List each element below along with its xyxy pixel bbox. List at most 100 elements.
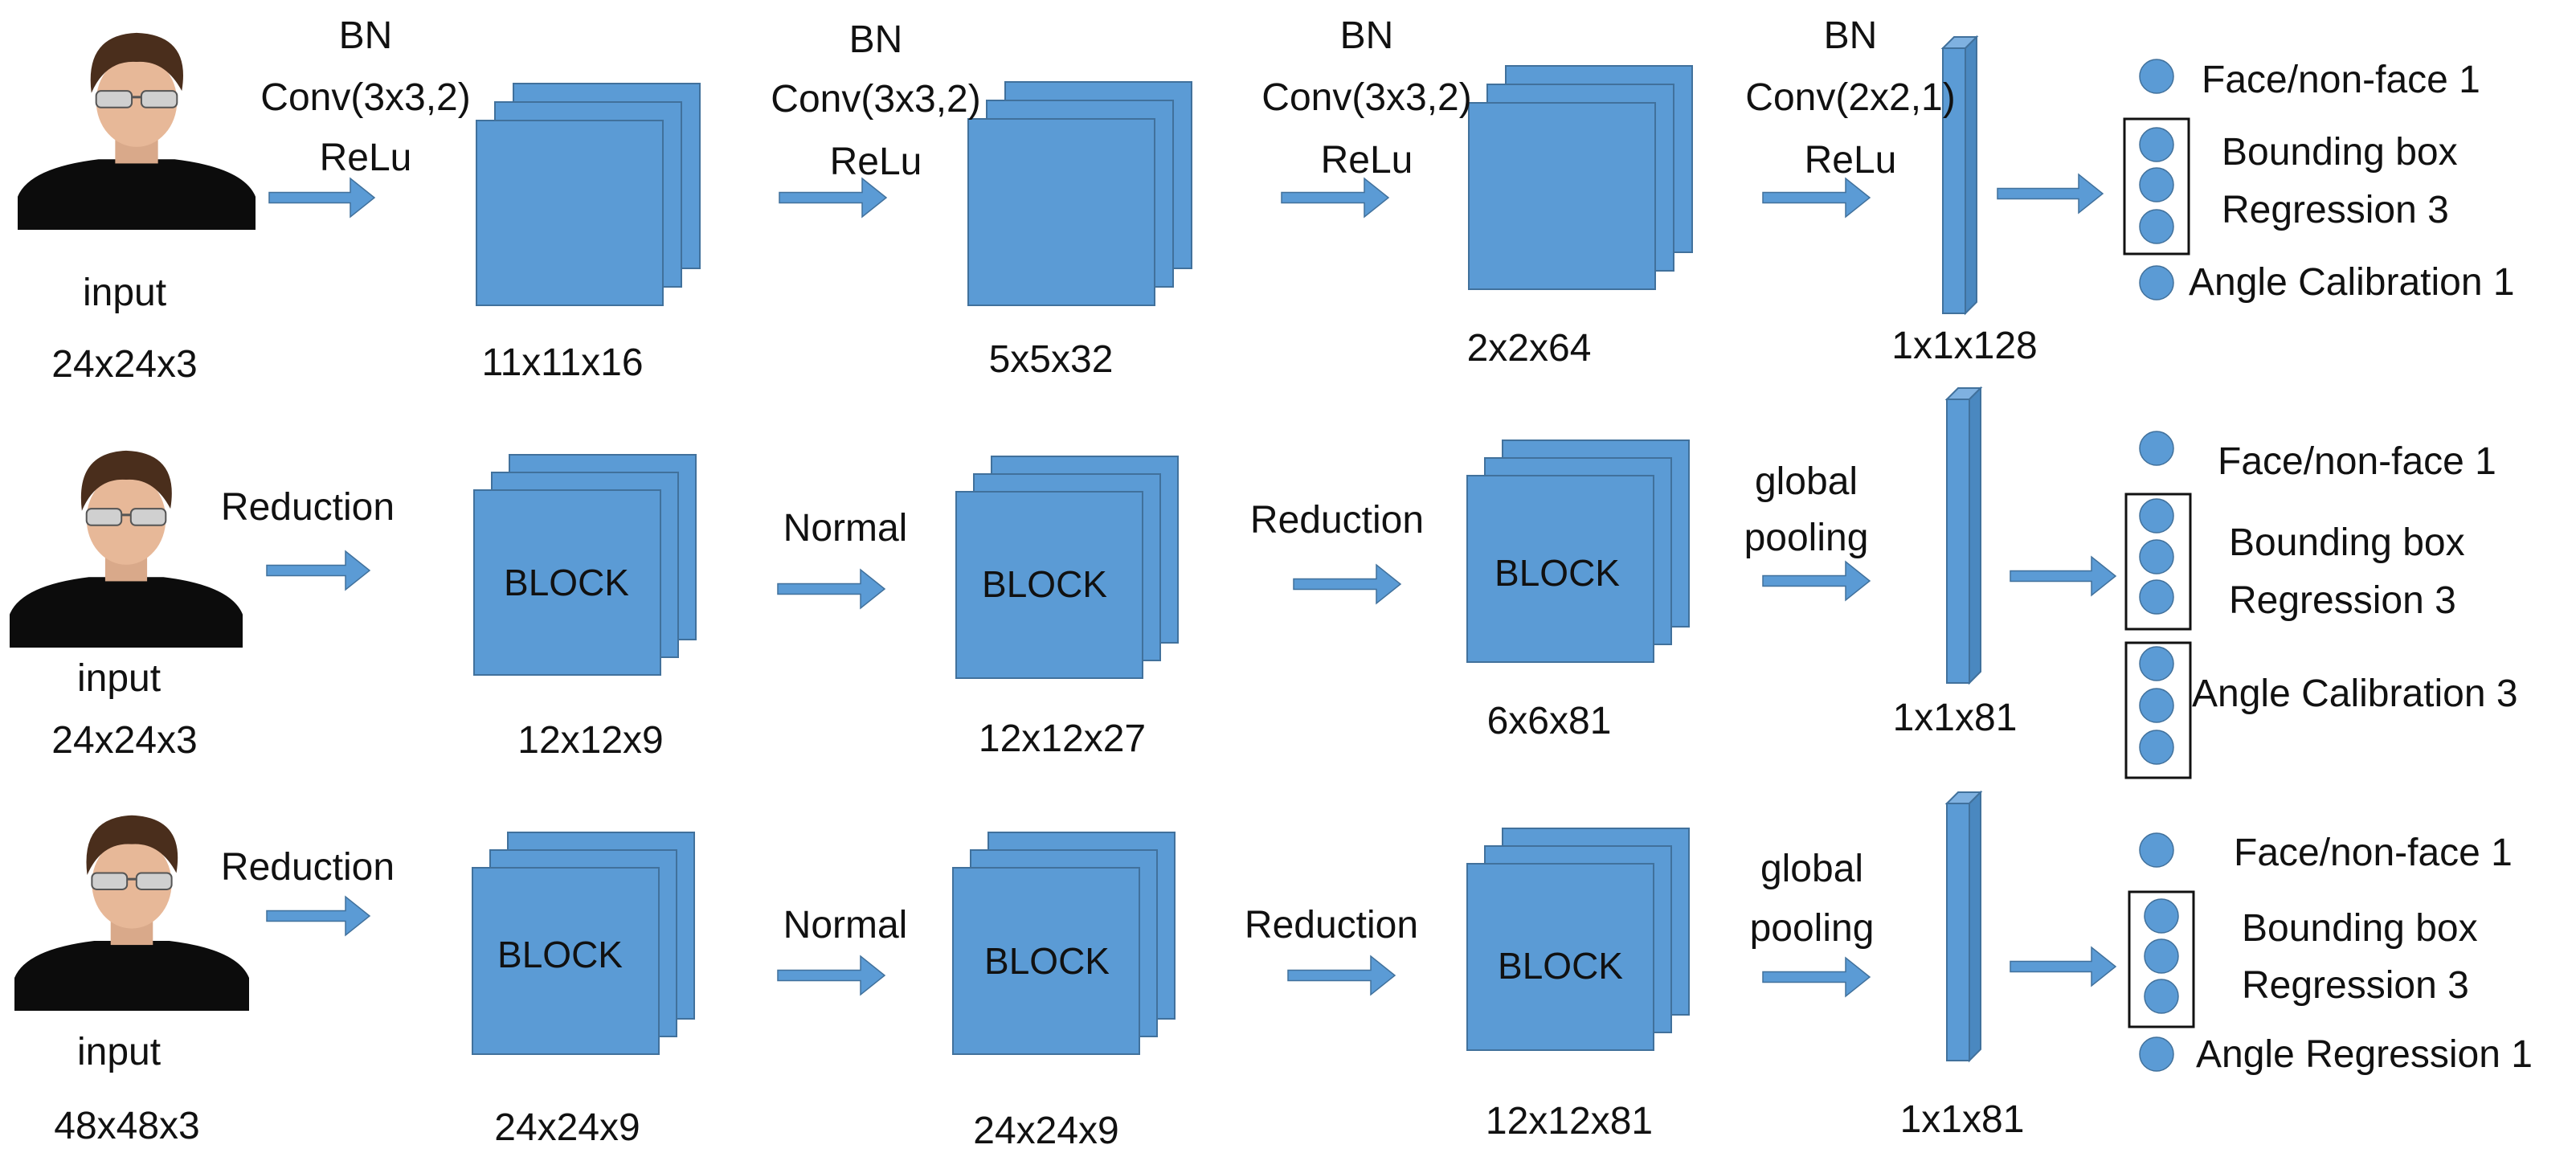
row2-final-arrow [1762, 560, 1871, 602]
row3-output-arrow [2010, 946, 2117, 987]
row1-stage3-feature-map-layer-3 [1468, 102, 1656, 290]
row2-face-label: Face/non-face 1 [2218, 440, 2496, 483]
row2-vector-size: 1x1x81 [1892, 697, 2018, 739]
row1-stage1-arrow [268, 177, 376, 219]
row1-final-arrow [1762, 177, 1871, 219]
row1-stage2-op-line-1: BN [848, 18, 903, 61]
row1-final-op-line-3: ReLu [1804, 139, 1897, 182]
row1-vector [1942, 47, 1966, 314]
row1-stage2-size: 5x5x32 [988, 338, 1114, 381]
row2-stage2-feature-map-layer-3 [955, 491, 1143, 679]
row1-bbox-dot-3 [2139, 209, 2174, 244]
row1-bbox-dot-1 [2139, 127, 2174, 162]
row3-stage3-size: 12x12x81 [1485, 1100, 1654, 1143]
row2-final-op-line-1: global [1754, 460, 1858, 503]
row1-stage1-op-line-2: Conv(3x3,2) [260, 76, 471, 119]
row3-stage3-arrow [1287, 955, 1396, 996]
row1-bbox-dot-2 [2139, 167, 2174, 202]
row1-face-dot [2139, 59, 2174, 94]
row2-stage2-op-line-1: Normal [783, 507, 908, 550]
row3-stage1-arrow [266, 895, 371, 937]
row2-stage3-block-label: BLOCK [1494, 552, 1620, 594]
row3-stage2-arrow [777, 955, 886, 996]
row3-bbox-dot-1 [2144, 898, 2179, 934]
row3-vector-size: 1x1x81 [1899, 1098, 2025, 1141]
row1-stage2-arrow [779, 177, 888, 219]
row3-stage1-op-line-1: Reduction [220, 846, 395, 889]
row2-angle-dot-1 [2139, 646, 2174, 681]
row1-stage3-op-line-1: BN [1339, 14, 1394, 57]
row3-bbox-dot-3 [2144, 979, 2179, 1014]
row1-stage3-size: 2x2x64 [1466, 327, 1592, 370]
row1-bbox-label-2: Regression 3 [2222, 189, 2449, 231]
row1-angle-dot-1 [2139, 265, 2174, 300]
row3-final-arrow [1762, 956, 1871, 998]
row3-input-size: 48x48x3 [54, 1105, 200, 1147]
row1-stage1-feature-map-layer-3 [476, 120, 664, 306]
row2-face-dot [2139, 431, 2174, 466]
row2-angle-label: Angle Calibration 3 [2192, 673, 2518, 715]
row2-input-size: 24x24x3 [51, 719, 198, 762]
row3-stage3-op-line-1: Reduction [1244, 904, 1419, 946]
row2-bbox-label-1: Bounding box [2229, 521, 2465, 564]
row3-stage2-feature-map-layer-3 [952, 867, 1140, 1055]
row3-bbox-group [2128, 890, 2195, 1028]
row3-stage1-block-label: BLOCK [497, 934, 623, 975]
row2-input-face-image [10, 450, 243, 648]
row3-input-label: input [76, 1031, 162, 1073]
row2-stage2-arrow [777, 568, 886, 610]
row2-stage3-arrow [1293, 563, 1402, 605]
row3-stage1-size: 24x24x9 [494, 1106, 640, 1149]
row3-vector [1946, 803, 1970, 1061]
row1-output-arrow [1997, 173, 2104, 215]
row3-vector-side [1969, 790, 1981, 1063]
row3-stage2-op-line-1: Normal [783, 904, 908, 946]
row2-bbox-group [2124, 493, 2192, 631]
row3-bbox-dot-2 [2144, 938, 2179, 974]
row2-vector [1946, 399, 1970, 684]
row2-angle-dot-2 [2139, 688, 2174, 723]
row3-stage2-size: 24x24x9 [973, 1110, 1119, 1152]
row3-stage1-feature-map-layer-3 [472, 867, 660, 1055]
row1-vector-size: 1x1x128 [1891, 325, 2038, 367]
row2-stage1-size: 12x12x9 [517, 719, 664, 762]
row1-bbox-group [2123, 117, 2190, 256]
row2-stage3-op-line-1: Reduction [1249, 499, 1425, 542]
row2-output-arrow [2010, 555, 2117, 597]
row1-input-size: 24x24x3 [51, 343, 198, 386]
row2-input-label: input [76, 657, 162, 700]
row1-stage2-feature-map-layer-3 [967, 118, 1155, 306]
row1-stage3-op-line-3: ReLu [1320, 139, 1413, 182]
row2-stage1-feature-map-layer-3 [473, 489, 661, 676]
row1-stage2-op-line-3: ReLu [829, 141, 922, 183]
row1-bbox-label-1: Bounding box [2222, 131, 2458, 174]
row2-angle-group [2124, 641, 2192, 779]
row2-stage2-block-label: BLOCK [982, 563, 1107, 605]
row3-bbox-label-1: Bounding box [2242, 907, 2478, 950]
row1-stage2-op-line-2: Conv(3x3,2) [771, 78, 981, 121]
row1-final-op-line-1: BN [1823, 14, 1878, 57]
row1-stage3-op-line-2: Conv(3x3,2) [1261, 76, 1472, 119]
row1-face-label: Face/non-face 1 [2202, 59, 2480, 101]
row1-input-label: input [82, 272, 167, 314]
row2-bbox-dot-2 [2139, 539, 2174, 574]
row2-final-op-line-2: pooling [1744, 517, 1869, 559]
row3-bbox-label-2: Regression 3 [2242, 964, 2469, 1007]
row2-stage3-feature-map-layer-3 [1466, 475, 1654, 663]
row2-stage1-arrow [266, 550, 371, 591]
row3-angle-dot-1 [2139, 1036, 2174, 1072]
row2-bbox-dot-1 [2139, 498, 2174, 534]
row1-angle-label: Angle Calibration 1 [2189, 261, 2515, 304]
row1-input-face-image [18, 32, 256, 230]
row3-face-dot [2139, 832, 2174, 868]
row3-stage3-block-label: BLOCK [1498, 945, 1623, 987]
row1-final-op-line-2: Conv(2x2,1) [1745, 76, 1956, 119]
row3-angle-label: Angle Regression 1 [2196, 1033, 2533, 1076]
row1-stage1-size: 11x11x16 [481, 341, 644, 384]
row2-stage3-size: 6x6x81 [1486, 700, 1612, 742]
row2-bbox-dot-3 [2139, 579, 2174, 615]
row1-stage3-arrow [1281, 177, 1390, 219]
row3-stage2-block-label: BLOCK [984, 940, 1110, 982]
